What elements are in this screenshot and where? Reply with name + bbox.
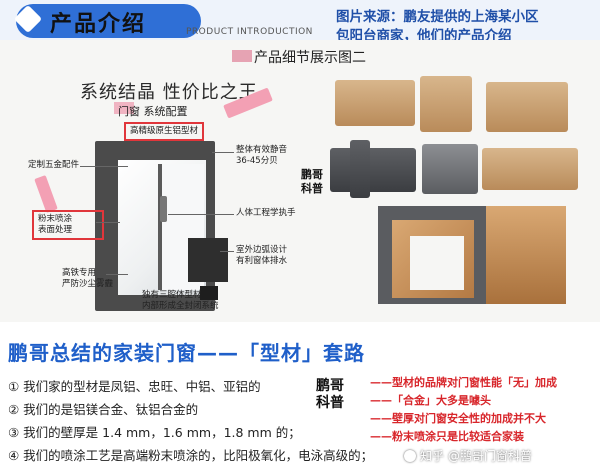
callout-handle: 人体工程学执手 [236,208,296,218]
pengge-logo: 鹏哥 科普 [316,378,352,412]
summary-comment-4: ——粉末喷涂只是比较适合家装 [370,430,524,443]
profile-sample [335,80,415,126]
profile-sample [482,148,578,190]
callout-powder-line-1: 粉末喷涂 [38,214,73,224]
logo-line-2: 科普 [316,395,344,411]
callout-line [80,166,128,167]
callout-powder: 粉末喷涂 表面处理 [32,210,104,240]
summary-point-3: ③ 我们的壁厚是 1.4 mm，1.6 mm，1.8 mm 的； [8,425,301,440]
callout-line [106,274,128,275]
profile-sample [350,140,370,198]
callout-seal-line-1: 独有三腔体型材 [142,290,202,300]
callout-powder-line-2: 表面处理 [38,225,73,235]
window-handle [160,196,167,222]
corner-profile-image [486,206,566,304]
model-label: 门窗 系统配置 [118,105,188,118]
callout-sound-line-2: 36-45分贝 [236,156,278,166]
callout-screen: 高铁专用 严防沙尘雾霾 [62,268,113,290]
summary-point-1: ① 我们家的型材是凤铝、忠旺、中铝、亚铝的 [8,379,261,394]
redaction-mark [114,102,134,114]
corner-profile-glass [410,236,464,290]
profile-sample [486,82,568,132]
callout-sound: 整体有效静音 36-45分贝 [236,145,287,167]
pengge-logo: 鹏哥 科普 [297,168,327,196]
profile-sample [330,148,416,192]
redaction-mark [232,50,252,62]
header-pill [16,4,201,38]
profile-sample [420,76,472,132]
summary-point-2: ② 我们的是铝镁合金、钛铝合金的 [8,402,199,417]
page-title: 产品介绍 [50,12,147,37]
profile-cross-section [200,286,218,300]
source-line-1: 图片来源：鹏友提供的上海某小区 [336,9,539,25]
logo-line-1: 鹏哥 [316,378,344,394]
summary-comment-2: ——「合金」大多是噱头 [370,394,491,407]
watermark: 知乎 @鹏哥门窗科普 [420,449,532,463]
callout-screen-line-1: 高铁专用 [62,268,97,278]
callout-screen-line-2: 严防沙尘雾霾 [62,279,114,289]
callout-seal: 独有三腔体型材 内部形成全封闭系统 [142,290,219,312]
page-subtitle: PRODUCT INTRODUCTION [186,27,313,37]
logo-line-2: 科普 [301,182,323,195]
callout-frame: 高精级原生铝型材 [124,122,205,141]
profile-cross-section [188,238,228,282]
callout-hardware: 定制五金配件 [28,160,80,170]
summary-comment-1: ——型材的品牌对门窗性能「无」加成 [370,376,557,389]
callout-sound-line-1: 整体有效静音 [236,145,288,155]
callout-drain-line-1: 室外边弧设计 [236,245,288,255]
summary-title: 鹏哥总结的家装门窗——「型材」套路 [8,341,365,365]
callout-drain-line-2: 有利窗体排水 [236,256,288,266]
section-divider [0,322,600,332]
callout-line [220,251,234,252]
callout-line [212,152,234,153]
summary-point-4: ④ 我们的喷涂工艺是高端粉末喷涂的，比阳极氧化，电泳高级的； [8,448,374,463]
callout-seal-line-2: 内部形成全封闭系统 [142,301,219,311]
logo-line-1: 鹏哥 [301,168,323,181]
profile-sample [422,144,478,194]
callout-drain: 室外边弧设计 有利窗体排水 [236,245,287,267]
callout-line [168,214,234,215]
poster-headline: 系统结晶 性价比之王 [80,82,258,103]
poster-title: 产品细节展示图二 [254,50,366,66]
zhihu-logo-icon [404,450,416,462]
callout-line [96,222,120,223]
summary-comment-3: ——壁厚对门窗安全性的加成并不大 [370,412,546,425]
